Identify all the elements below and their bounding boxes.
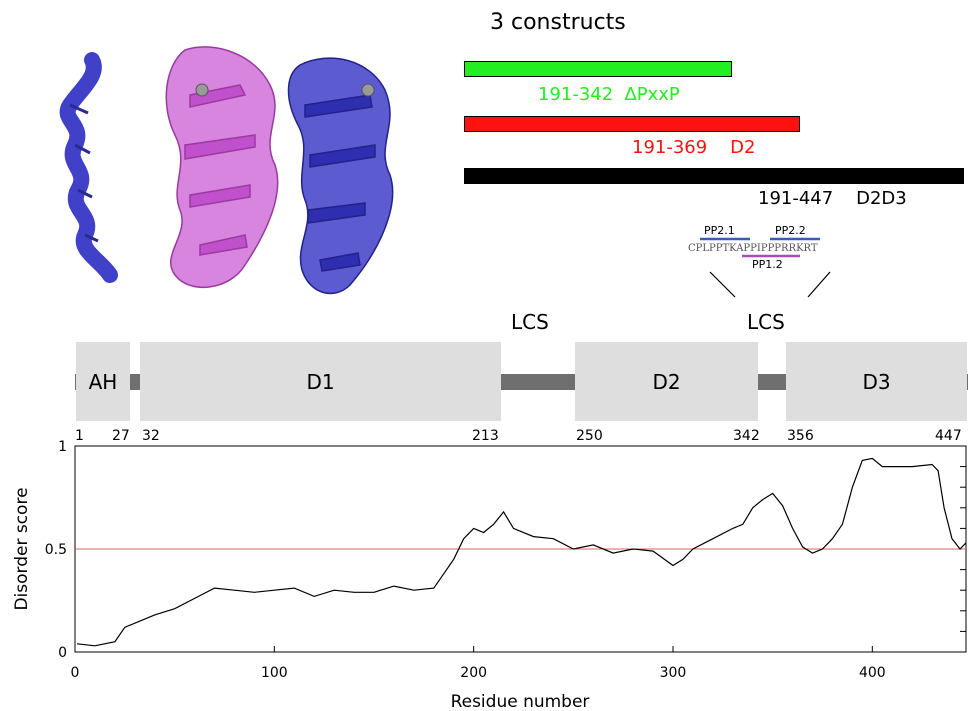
- motif-label-pp21: PP2.1: [704, 224, 735, 237]
- y-tick-label: 0: [58, 645, 67, 661]
- pos-label: 250: [576, 428, 603, 444]
- domain-ah: AH: [76, 342, 130, 421]
- pos-label: 342: [733, 428, 760, 444]
- domain-d1: D1: [140, 342, 501, 421]
- pos-label: 356: [787, 428, 814, 444]
- x-tick-label: 200: [460, 665, 487, 681]
- y-axis-label: Disorder score: [12, 487, 32, 610]
- constructs-title: 3 constructs: [490, 10, 626, 35]
- pos-label: 27: [112, 428, 130, 444]
- construct-range-3: 191-447: [758, 188, 834, 209]
- pos-label: 213: [472, 428, 499, 444]
- metal-ion-sphere: [195, 83, 209, 97]
- motif-label-pp22: PP2.2: [775, 224, 806, 237]
- construct-range-1: 191-342: [538, 84, 614, 105]
- zoom-line-left: [709, 271, 736, 298]
- construct-name-1: ∆PxxP: [624, 84, 680, 105]
- alpha-helix-chain-a: [59, 52, 118, 283]
- construct-bar-1: [464, 61, 732, 77]
- construct-label-1: 191-342 ∆PxxP: [538, 84, 680, 105]
- chain-b-blue: [287, 57, 394, 295]
- protein-structure-image: [59, 46, 394, 295]
- motif-label-pp12: PP1.2: [752, 258, 783, 271]
- x-tick-label: 100: [261, 665, 288, 681]
- construct-bar-3: [464, 168, 964, 184]
- construct-range-2: 191-369: [632, 137, 708, 158]
- y-axis: 00.51: [45, 439, 966, 661]
- construct-name-3: D2D3: [856, 188, 907, 209]
- x-tick-label: 300: [660, 665, 687, 681]
- x-axis: 0 100 200 300 400: [71, 646, 886, 681]
- zoom-line-right: [807, 271, 831, 298]
- x-tick-label: 400: [859, 665, 886, 681]
- construct-label-3: 191-447 D2D3: [758, 188, 907, 209]
- disorder-series-line: [76, 457, 967, 647]
- construct-name-2: D2: [730, 137, 756, 158]
- domain-d3: D3: [786, 342, 967, 421]
- pos-label: 447: [935, 428, 962, 444]
- pos-label: 32: [142, 428, 160, 444]
- x-axis-label: Residue number: [451, 692, 590, 711]
- y-tick-label: 0.5: [45, 542, 67, 558]
- x-tick-label: 0: [71, 665, 80, 681]
- pxxp-motif-inset: PP2.1 PP2.2 CPLPPTKAPPIPPPRRKRT PP1.2: [688, 224, 831, 298]
- motif-sequence: CPLPPTKAPPIPPPRRKRT: [688, 243, 818, 254]
- pos-label: 1: [75, 428, 84, 444]
- y-tick-label: 1: [58, 439, 67, 455]
- metal-ion-sphere: [361, 83, 375, 97]
- domain-d2: D2: [575, 342, 758, 421]
- lcs-label-1: LCS: [511, 310, 549, 334]
- chain-b-pink: [165, 46, 279, 289]
- construct-label-2: 191-369 D2: [632, 137, 755, 158]
- lcs-label-2: LCS: [747, 310, 785, 334]
- construct-bar-2: [464, 116, 800, 132]
